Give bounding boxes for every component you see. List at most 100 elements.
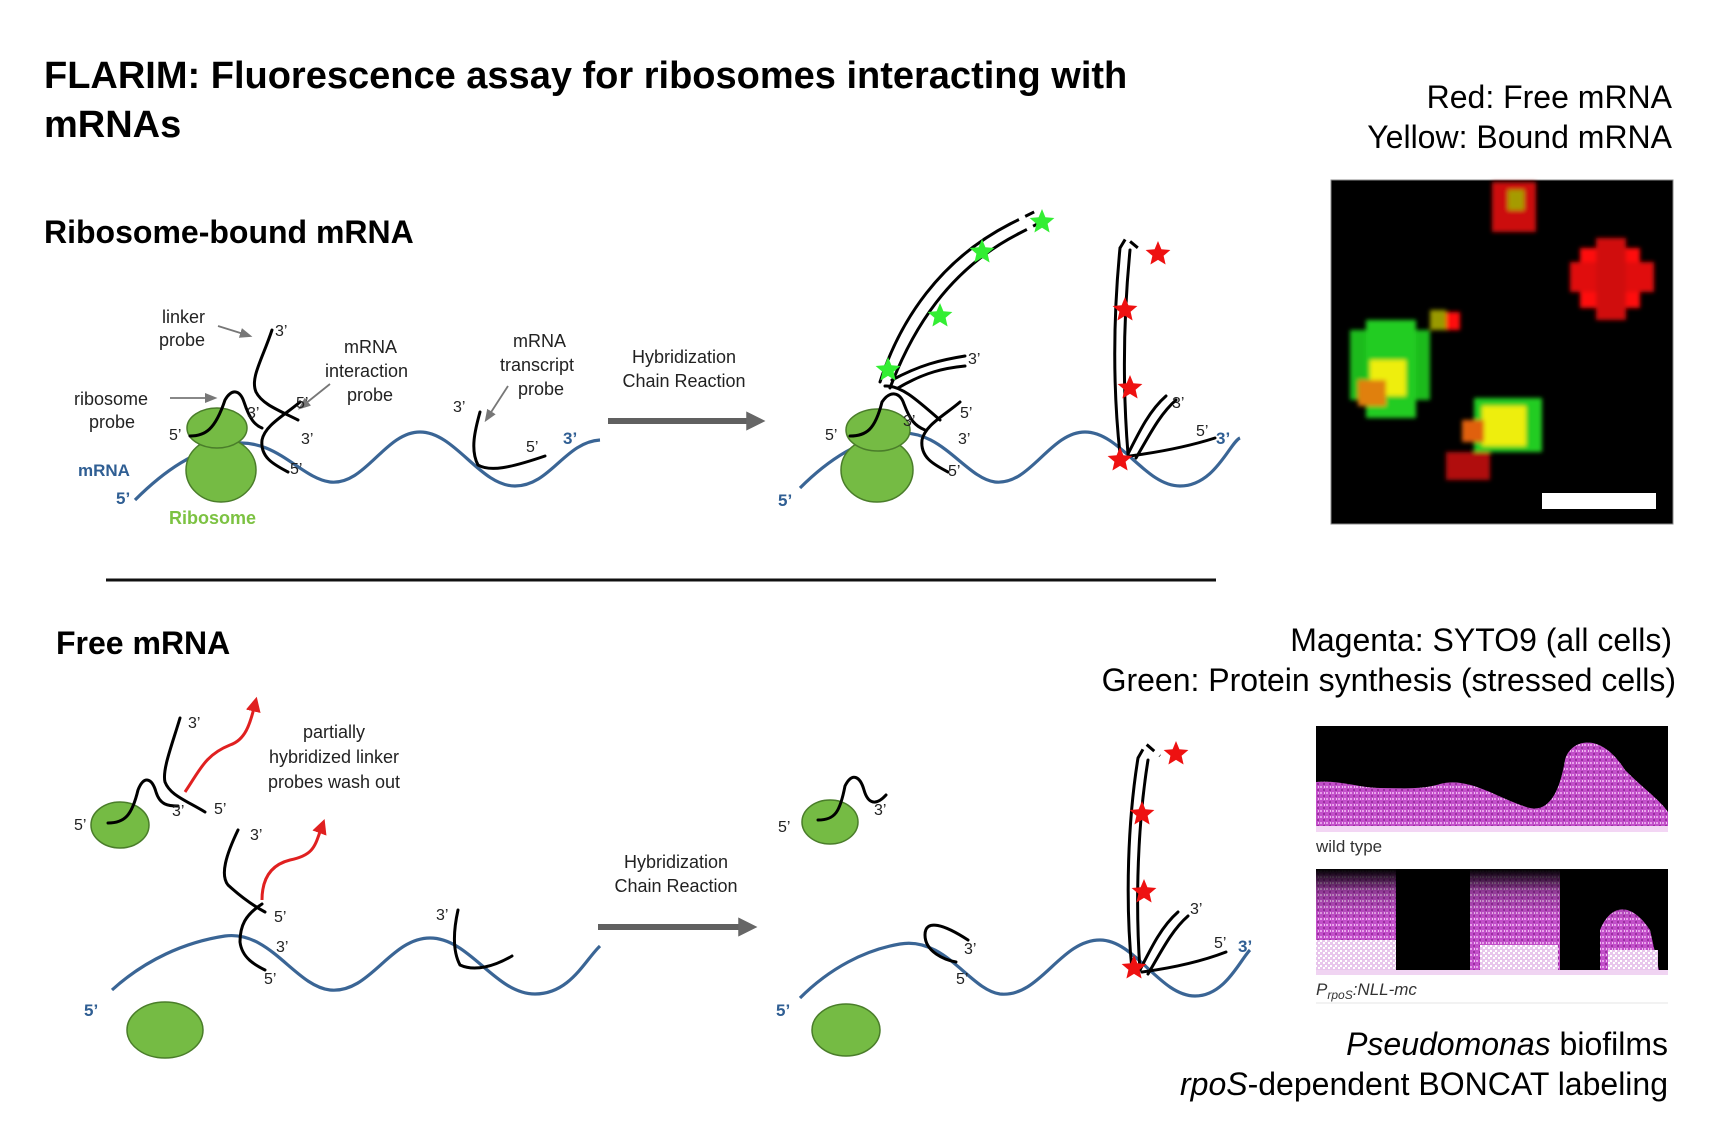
linker-probe-washed <box>162 716 207 814</box>
transcript-label-1: mRNA <box>513 331 566 351</box>
hcr-bottom-line-1: Hybridization <box>624 852 728 872</box>
linker-probe-washed <box>222 828 267 914</box>
bound-after-diagram: 5’ 3’ 5’ 3’ 5’ 3’ 3’ 5’ 5’ 3’ <box>778 207 1241 510</box>
washout-label-1: partially <box>303 722 365 742</box>
wildtype-label: wild type <box>1315 837 1382 856</box>
free-ribosome-large <box>126 1001 204 1059</box>
caption-line-1: Pseudomonas biofilms <box>1346 1026 1668 1062</box>
ribosome-small-subunit <box>845 408 911 452</box>
fluorophore-star-icon <box>1145 241 1171 265</box>
hairpin-strand <box>1134 398 1178 460</box>
ribosome-probe-strand <box>848 392 927 438</box>
end-label: 5’ <box>296 395 308 412</box>
end-label: 3’ <box>301 431 313 448</box>
fluorophore-star-icon <box>1029 209 1055 233</box>
legend-bottom-line-2: Green: Protein synthesis (stressed cells… <box>1102 662 1676 698</box>
interaction-label-1: mRNA <box>344 337 397 357</box>
end-label: 5’ <box>778 819 790 836</box>
free-ribosome-small <box>801 799 859 845</box>
end-label: 3’ <box>968 351 980 368</box>
mrna-five-prime: 5’ <box>776 1001 790 1020</box>
end-label: 3’ <box>874 802 886 819</box>
end-label: 3’ <box>275 323 287 340</box>
hcr-dashed-end <box>1009 207 1041 226</box>
washout-label-2: hybridized linker <box>269 747 399 767</box>
end-label: 5’ <box>74 817 86 834</box>
hcr-amplifier-red <box>1113 246 1122 456</box>
end-label: 5’ <box>1214 935 1226 952</box>
fluorophore-stars <box>875 209 1189 979</box>
interaction-probe-strand <box>238 902 267 972</box>
fluorophore-star-icon <box>1129 801 1155 825</box>
transcript-probe-strand <box>453 908 514 970</box>
end-label: 5’ <box>825 427 837 444</box>
linker-probe-strand <box>252 328 300 422</box>
ribosome-probe-washed <box>106 778 180 825</box>
hcr-arrow-top: Hybridization Chain Reaction <box>608 347 766 431</box>
mrna-three-prime: 3’ <box>563 429 577 448</box>
hcr-top-line-2: Chain Reaction <box>622 371 745 391</box>
fluorophore-star-icon <box>927 303 953 327</box>
ribosome-small-subunit <box>186 407 248 449</box>
scale-bar <box>1542 493 1656 509</box>
end-label: 5’ <box>290 461 302 478</box>
free-after-diagram: 5’ 3’ 3’ 5’ 3’ 5’ 5’ 3’ <box>776 741 1252 1057</box>
title-line-1: FLARIM: Fluorescence assay for ribosomes… <box>44 55 1127 97</box>
end-label: 3’ <box>247 405 259 422</box>
interaction-probe-strand <box>923 923 970 964</box>
hairpin-strand <box>1126 394 1168 456</box>
end-label: 3’ <box>453 399 465 416</box>
end-label: 3’ <box>188 715 200 732</box>
transcript-probe-strand <box>1140 950 1228 974</box>
hcr-dashed-end <box>1136 741 1161 759</box>
free-ribosome-small <box>90 801 150 849</box>
linker-probe-label: probe <box>159 330 205 350</box>
fluorophore-star-icon <box>875 357 901 381</box>
ribosome-label: Ribosome <box>169 508 256 528</box>
end-label: 5’ <box>264 971 276 988</box>
mrna-five-prime: 5’ <box>778 491 792 510</box>
hcr-amplifier-green <box>888 232 1020 390</box>
ribosome-probe-label-1: ribosome <box>74 389 148 409</box>
end-label: 3’ <box>276 939 288 956</box>
mrna-three-prime: 3’ <box>1216 429 1230 448</box>
section-bound-heading: Ribosome-bound mRNA <box>44 214 414 250</box>
transcript-label-3: probe <box>518 379 564 399</box>
end-label: 5’ <box>960 405 972 422</box>
fluorophore-star-icon <box>1131 879 1157 903</box>
biofilm-panel-wildtype: wild type <box>1315 726 1668 856</box>
end-label: 5’ <box>169 427 181 444</box>
hairpin-strand <box>1146 914 1190 976</box>
free-before-diagram: partially hybridized linker probes wash … <box>74 696 602 1059</box>
section-free-heading: Free mRNA <box>56 625 230 661</box>
end-label: 3’ <box>903 413 915 430</box>
end-label: 3’ <box>1172 395 1184 412</box>
fluorophore-star-icon <box>1107 447 1133 471</box>
mrna-five-prime: 5’ <box>116 489 130 508</box>
hcr-bottom-line-2: Chain Reaction <box>614 876 737 896</box>
fluorophore-star-icon <box>1112 297 1138 321</box>
caption-line-2: rpoS-dependent BONCAT labeling <box>1180 1066 1668 1102</box>
mrna-three-prime: 3’ <box>1238 937 1252 956</box>
fluorophore-star-icon <box>969 239 995 263</box>
transcript-probe-strand <box>1128 436 1217 458</box>
legend-bottom-line-1: Magenta: SYTO9 (all cells) <box>1290 622 1672 658</box>
mutant-label: PrpoS:NLL-mc <box>1316 980 1417 1002</box>
hcr-arrow-bottom: Hybridization Chain Reaction <box>598 852 758 937</box>
title-line-2: mRNAs <box>44 104 181 146</box>
ribosome-probe-label-2: probe <box>89 412 135 432</box>
hairpin-strand <box>890 354 967 382</box>
hcr-top-line-1: Hybridization <box>632 347 736 367</box>
end-label: 3’ <box>172 803 184 820</box>
legend-top-line-2: Yellow: Bound mRNA <box>1367 119 1672 155</box>
interaction-label-2: interaction <box>325 361 408 381</box>
end-label: 5’ <box>956 971 968 988</box>
mrna-wave <box>110 934 602 996</box>
transcript-probe-strand <box>472 410 547 470</box>
end-label: 3’ <box>964 941 976 958</box>
ribosome-probe-washed <box>816 775 888 822</box>
transcript-pointer-arrow <box>484 385 509 423</box>
interaction-label-3: probe <box>347 385 393 405</box>
linker-pointer-arrow <box>217 325 253 338</box>
